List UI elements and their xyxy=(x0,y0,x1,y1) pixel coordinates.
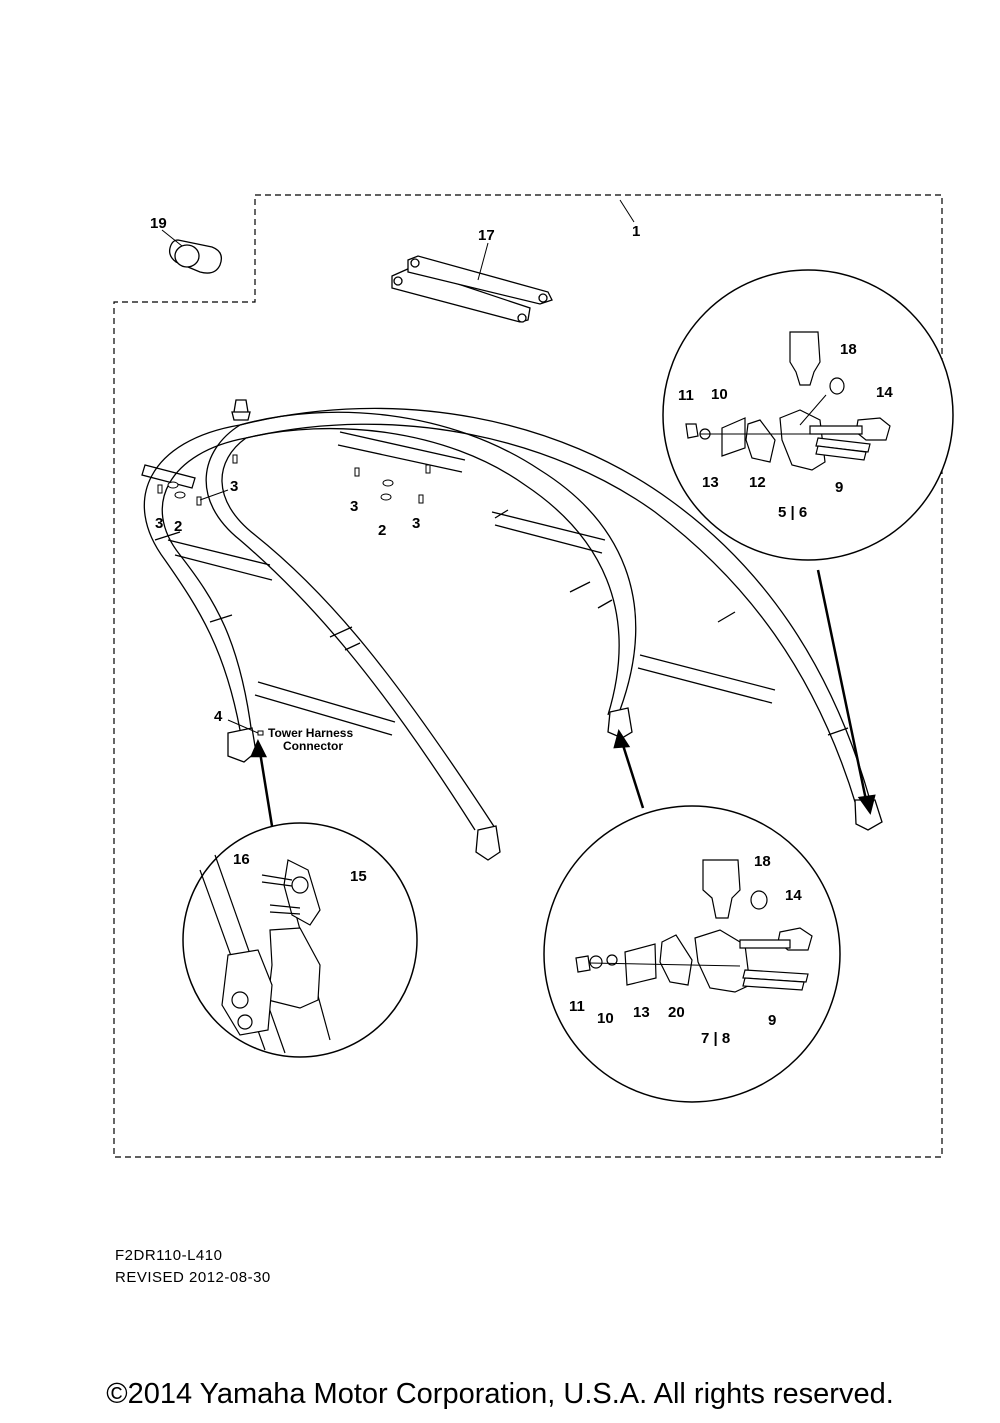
callout-17: 17 xyxy=(478,227,495,244)
top-callout-5-6: 5 | 6 xyxy=(778,504,807,521)
callout-2-mid: 2 xyxy=(378,522,386,539)
callout-1: 1 xyxy=(632,223,640,240)
bottom-callout-7-8: 7 | 8 xyxy=(701,1030,730,1047)
detail-circle-bottom xyxy=(543,805,841,1103)
callout-3-left: 3 xyxy=(230,478,238,495)
callout-2-left: 2 xyxy=(174,518,182,535)
top-callout-11: 11 xyxy=(678,387,694,404)
callout-3-mid: 3 xyxy=(350,498,358,515)
kit-boundary xyxy=(113,194,943,1158)
top-callout-18: 18 xyxy=(840,341,857,358)
connector-label-line1: Tower Harness xyxy=(268,726,353,740)
bottom-callout-9: 9 xyxy=(768,1012,776,1029)
footer-code-block: F2DR110-L410 REVISED 2012-08-30 xyxy=(115,1245,271,1289)
left-callout-15: 15 xyxy=(350,868,367,885)
detail-circle-top xyxy=(662,269,954,561)
left-callout-16: 16 xyxy=(233,851,250,868)
connector-label-line2: Connector xyxy=(283,739,343,753)
detail-circle-left xyxy=(182,822,418,1058)
bottom-callout-14: 14 xyxy=(785,887,802,904)
bottom-callout-18: 18 xyxy=(754,853,771,870)
top-callout-12: 12 xyxy=(749,474,766,491)
fasteners xyxy=(157,454,431,736)
bottom-callout-20: 20 xyxy=(668,1004,685,1021)
bottom-callout-13: 13 xyxy=(633,1004,650,1021)
top-callout-14: 14 xyxy=(876,384,893,401)
tower-frame xyxy=(141,399,883,861)
top-callout-9: 9 xyxy=(835,479,843,496)
callout-3-left-lower: 3 xyxy=(155,515,163,532)
detail-arrows xyxy=(250,569,876,827)
leader-lines xyxy=(161,199,635,734)
revised-date: REVISED 2012-08-30 xyxy=(115,1269,271,1286)
callout-labels: 19 17 1 3 3 2 3 2 3 4 Tower Harness Conn… xyxy=(150,215,893,1047)
diagram-code: F2DR110-L410 xyxy=(115,1247,223,1264)
callout-3-right: 3 xyxy=(412,515,420,532)
top-callout-10: 10 xyxy=(711,386,728,403)
top-callout-13: 13 xyxy=(702,474,719,491)
bottom-callout-11: 11 xyxy=(569,998,585,1015)
part-17-brace xyxy=(391,255,553,323)
callout-4: 4 xyxy=(214,708,223,725)
part-19-cover xyxy=(168,239,223,274)
copyright-notice: ©2014 Yamaha Motor Corporation, U.S.A. A… xyxy=(106,1378,894,1410)
callout-19: 19 xyxy=(150,215,167,232)
bottom-callout-10: 10 xyxy=(597,1010,614,1027)
